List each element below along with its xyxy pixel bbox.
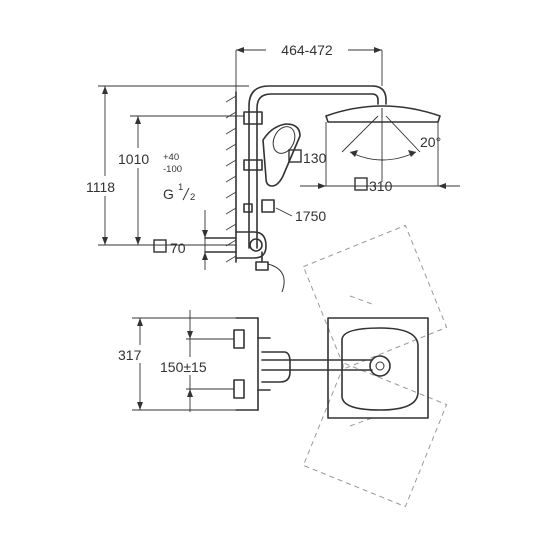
- label-swivel-angle: 20°: [420, 134, 441, 150]
- spray-cone: [341, 115, 421, 182]
- plan-view: 317 150±15: [116, 224, 448, 508]
- dim-inlet-spacing: 150±15: [158, 310, 234, 412]
- label-plan-depth: 317: [118, 347, 142, 363]
- head-shower-plan: [327, 317, 429, 419]
- label-height-center: 1010: [118, 151, 149, 167]
- dim-total-height: 1118: [84, 85, 249, 246]
- head-shower: [325, 105, 441, 123]
- dim-hose: 1750: [275, 207, 326, 224]
- arm-plan: [261, 359, 373, 371]
- wall: [225, 91, 237, 263]
- label-tolerance-plus: +40: [163, 152, 179, 163]
- square-symbol-130: [288, 149, 302, 163]
- dim-wall-projection: 70: [153, 239, 186, 256]
- dim-hand-shower: 130: [288, 149, 327, 166]
- thermostat-side: [204, 231, 285, 293]
- label-tolerance-minus: -100: [163, 164, 182, 175]
- shower-riser: [243, 85, 387, 249]
- dim-arm-projection: 464-472: [235, 40, 383, 92]
- dim-plan-depth: 317: [116, 317, 236, 411]
- hand-shower: [243, 123, 301, 213]
- square-symbol-70: [153, 239, 167, 253]
- side-elevation: 464-472 310 20° 130 1750 70: [84, 40, 460, 293]
- label-hand-shower-size: 130: [303, 150, 327, 166]
- label-inlet-spacing: 150±15: [160, 359, 207, 375]
- label-head-shower-size: 310: [369, 178, 393, 194]
- plan-wall: [235, 317, 259, 411]
- label-arm-projection: 464-472: [281, 42, 333, 58]
- label-thread: G 1 2: [163, 182, 208, 270]
- thread-numerator: 1: [178, 182, 183, 193]
- dim-head-shower: 310: [300, 122, 460, 194]
- thermostat-plan: [233, 329, 291, 399]
- label-hose-length: 1750: [295, 208, 326, 224]
- dim-height-center: 1010 +40 -100: [115, 115, 244, 246]
- label-wall-projection: 70: [170, 240, 186, 256]
- thread-denominator: 2: [190, 192, 195, 203]
- ghost-rotation: [302, 224, 448, 508]
- label-total-height: 1118: [86, 179, 115, 195]
- thread-letter: G: [163, 186, 174, 202]
- square-symbol-310: [354, 177, 368, 191]
